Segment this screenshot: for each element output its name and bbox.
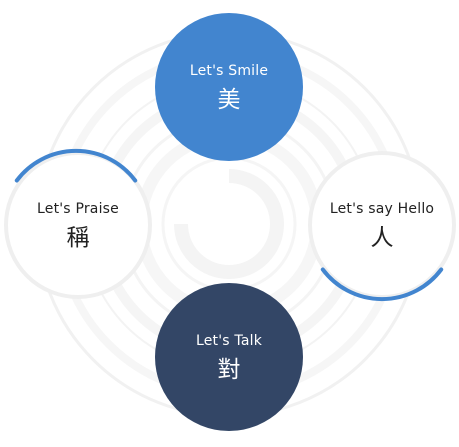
node-hello-label: Let's say Hello [329, 200, 435, 217]
node-talk-char: 對 [217, 356, 241, 383]
node-praise: Let's Praise 稱 [4, 151, 152, 299]
node-praise-char: 稱 [66, 224, 90, 251]
node-smile-char: 美 [217, 86, 241, 113]
node-hello-char: 人 [370, 224, 394, 251]
node-praise-label: Let's Praise [37, 200, 119, 217]
node-hello: Let's say Hello 人 [308, 151, 456, 299]
node-talk: Let's Talk 對 [155, 283, 303, 431]
node-talk-label: Let's Talk [195, 332, 263, 349]
node-smile-label: Let's Smile [189, 62, 269, 79]
node-smile: Let's Smile 美 [155, 13, 303, 161]
